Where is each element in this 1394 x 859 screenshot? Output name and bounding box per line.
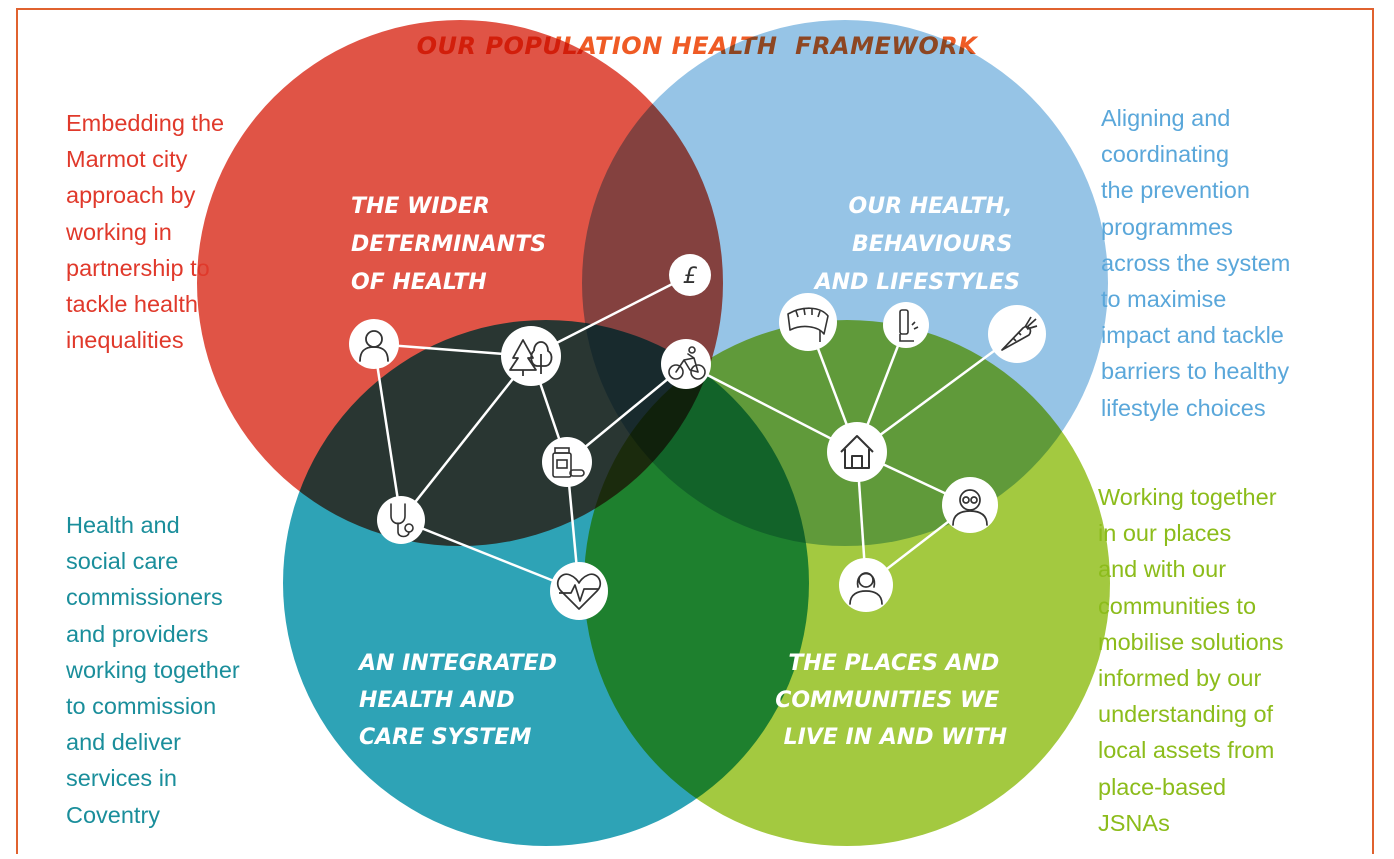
elderly-man-icon (942, 477, 998, 533)
wider-determinants-heading: THE WIDER DETERMINANTS OF HEALTH (351, 194, 554, 295)
integrated-care-heading: AN INTEGRATED HEALTH AND CARE SYSTEM (357, 651, 565, 750)
house-icon (827, 422, 887, 482)
carrot-icon (988, 305, 1046, 363)
health-behaviours-description: Aligning and coordinating the prevention… (1101, 105, 1291, 421)
integrated-care-description: Health and social care commissioners and… (66, 512, 240, 828)
places-communities-heading: THE PLACES AND COMMUNITIES WE LIVE IN AN… (775, 651, 1007, 750)
person-icon (349, 319, 399, 369)
inhaler-icon (883, 302, 929, 348)
medicine-icon (542, 437, 592, 487)
places-communities-description: Working together in our places and with … (1098, 484, 1284, 836)
framework-frame (16, 8, 1374, 854)
woman-icon (839, 558, 893, 612)
stethoscope-icon (377, 496, 425, 544)
heartbeat-icon (550, 562, 608, 620)
pound-icon: £ (669, 254, 711, 296)
wider-determinants-description: Embedding the Marmot city approach by wo… (66, 110, 225, 354)
cyclist-icon (661, 339, 711, 389)
svg-text:£: £ (683, 264, 698, 289)
trees-icon (501, 326, 561, 386)
health-behaviours-heading: OUR HEALTH, BEHAVIOURS AND LIFESTYLES (813, 194, 1020, 295)
tape-measure-icon (779, 293, 837, 351)
